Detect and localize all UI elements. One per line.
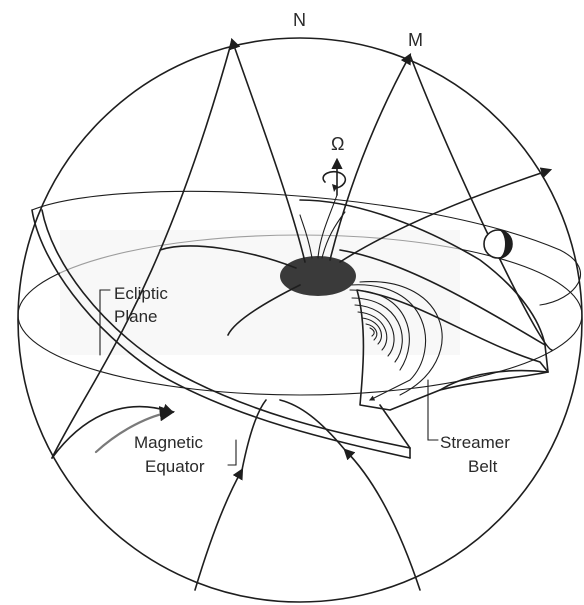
label-ecliptic-2: Plane (114, 307, 157, 326)
label-magnetic-north: M (408, 30, 423, 50)
rotation-arrow-icon (323, 172, 345, 192)
label-rotation: Ω (331, 134, 344, 154)
label-streamer-1: Streamer (440, 433, 510, 452)
label-north: N (293, 10, 306, 30)
label-ecliptic-1: Ecliptic (114, 284, 168, 303)
magnetic-leader (228, 440, 236, 465)
field-line-north (232, 40, 305, 262)
label-magnetic-1: Magnetic (134, 433, 203, 452)
field-line-lower-left (195, 470, 242, 590)
equator-strip-fold (380, 405, 410, 448)
field-line-lower-mid (345, 450, 420, 590)
label-streamer-2: Belt (468, 457, 498, 476)
earth-icon (484, 230, 512, 258)
label-magnetic-2: Equator (145, 457, 205, 476)
streamer-leader (428, 380, 438, 440)
